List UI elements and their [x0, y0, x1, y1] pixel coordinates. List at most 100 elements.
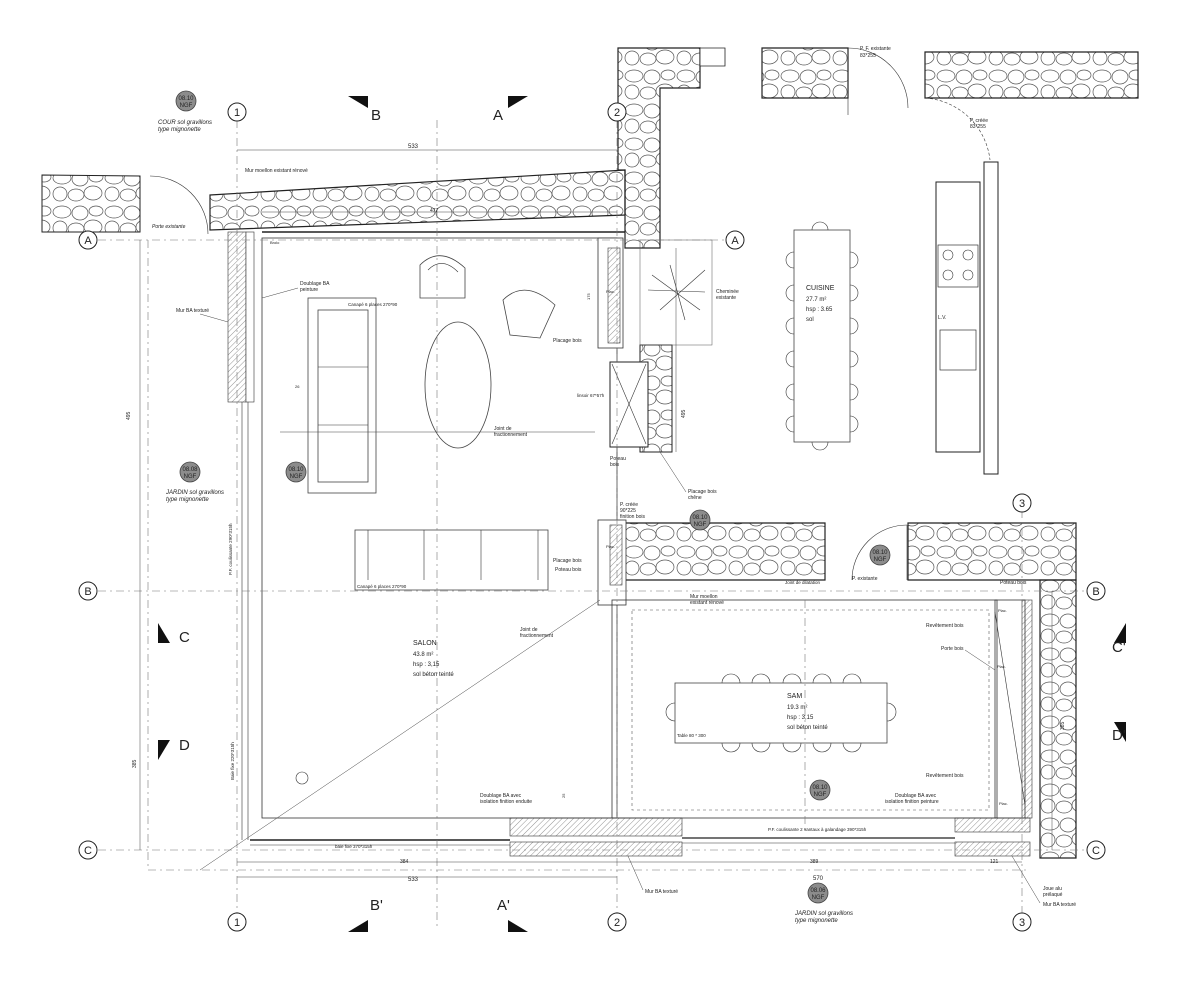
- dim-495-mid: 495: [681, 409, 687, 418]
- dim-533-top: 533: [408, 144, 419, 150]
- svg-text:prélaqué: prélaqué: [1043, 892, 1063, 898]
- section-c: C: [179, 629, 190, 646]
- table-cuisine: [793, 229, 851, 443]
- grid-3-bottom: 3: [1019, 917, 1025, 929]
- dim-495-left: 495: [126, 411, 132, 420]
- svg-text:P. F. existante: P. F. existante: [860, 46, 891, 52]
- svg-text:P. créée: P. créée: [620, 502, 638, 508]
- grid-1-top: 1: [234, 107, 240, 119]
- room-salon-hsp: hsp : 3,15: [413, 662, 440, 668]
- svg-text:Plac.: Plac.: [998, 608, 1007, 613]
- svg-text:existante: existante: [716, 295, 736, 301]
- svg-text:08.10: 08.10: [872, 550, 888, 556]
- svg-text:Mur BA texturé: Mur BA texturé: [1043, 902, 1076, 908]
- svg-text:Plac.: Plac.: [606, 289, 615, 294]
- dim-477: 477: [430, 208, 439, 214]
- svg-text:L.V.: L.V.: [938, 315, 946, 321]
- grid-1-bottom: 1: [234, 917, 240, 929]
- svg-text:Revêtement bois: Revêtement bois: [926, 623, 964, 629]
- table-basse: [424, 321, 492, 449]
- dim-175: 175: [586, 293, 591, 300]
- svg-text:Doublage BA avec: Doublage BA avec: [480, 793, 522, 799]
- room-salon-area: 43.8 m²: [413, 652, 433, 658]
- grid-a-left: A: [84, 235, 92, 247]
- svg-text:P. créée: P. créée: [970, 118, 988, 124]
- svg-text:Placage bois: Placage bois: [553, 338, 582, 344]
- cour-label-2: type mignonette: [158, 127, 201, 133]
- svg-text:Joint de: Joint de: [494, 426, 512, 432]
- svg-text:isolation finition peinture: isolation finition peinture: [885, 799, 939, 805]
- svg-text:08.10: 08.10: [178, 96, 194, 102]
- jardin-left-label: JARDIN sol gravillons: [165, 490, 224, 496]
- dim-389: 389: [810, 859, 819, 865]
- room-cuisine-name: CUISINE: [806, 285, 835, 292]
- svg-text:08.10: 08.10: [288, 467, 304, 473]
- ngf-salon: 08.10 NGF: [285, 461, 307, 483]
- room-sam-area: 19.3 m²: [787, 705, 807, 711]
- svg-text:fractionnement: fractionnement: [494, 432, 528, 438]
- svg-text:Poteau: Poteau: [610, 456, 626, 462]
- grid-c-left: C: [84, 845, 92, 857]
- svg-text:chêne: chêne: [688, 495, 702, 501]
- room-cuisine-hsp: hsp : 3.65: [806, 307, 833, 313]
- svg-text:baie fixe 370*315h: baie fixe 370*315h: [335, 844, 373, 849]
- svg-text:fractionnement: fractionnement: [520, 633, 554, 639]
- svg-text:08.10: 08.10: [692, 515, 708, 521]
- svg-text:83*255: 83*255: [970, 124, 986, 130]
- svg-text:Joue alu: Joue alu: [1043, 886, 1062, 892]
- section-d-prime: D': [1112, 727, 1126, 744]
- svg-text:Mur BA texturé: Mur BA texturé: [176, 308, 209, 314]
- room-sam-floor: sol béton teinté: [787, 725, 828, 731]
- dim-533-bottom: 533: [408, 877, 419, 883]
- ngf-passage: 08.10 NGF: [689, 509, 711, 531]
- svg-text:Poteau bois: Poteau bois: [1000, 580, 1027, 586]
- level-markers: 08.10 NGF 08.10 NGF 08.08 NGF 08.10 NGF …: [175, 90, 891, 904]
- section-d: D: [179, 737, 190, 754]
- svg-text:Mur moellon existant rénové: Mur moellon existant rénové: [245, 168, 308, 174]
- room-cuisine-area: 27.7 m²: [806, 297, 826, 303]
- canape-horizontal: [354, 529, 549, 591]
- svg-text:bois: bois: [610, 462, 620, 468]
- room-labels: SALON 43.8 m² hsp : 3,15 sol béton teint…: [413, 285, 835, 731]
- jardin-bottom-label: JARDIN sol gravillons: [794, 911, 853, 917]
- svg-text:Placage bois: Placage bois: [688, 489, 717, 495]
- grid-b-right: B: [1092, 586, 1099, 598]
- grid-b-left: B: [84, 586, 91, 598]
- svg-text:Joint de: Joint de: [520, 627, 538, 633]
- svg-text:Porte existante: Porte existante: [152, 224, 186, 230]
- svg-text:Canapé 6 places 270*90: Canapé 6 places 270*90: [348, 302, 398, 307]
- svg-text:P.F. coulissante 2 vantaux à g: P.F. coulissante 2 vantaux à galandage 3…: [768, 827, 867, 832]
- svg-text:NGF: NGF: [694, 522, 707, 528]
- svg-text:NGF: NGF: [290, 474, 303, 480]
- svg-text:Table 80 * 300: Table 80 * 300: [677, 733, 706, 738]
- annotations: Mur moellon existant rénové Porte exista…: [152, 46, 1076, 908]
- svg-text:Baie fixe 220*315h: Baie fixe 220*315h: [230, 742, 235, 780]
- svg-text:peinture: peinture: [300, 287, 318, 293]
- svg-text:Plac.: Plac.: [997, 664, 1006, 669]
- exterior-labels: COUR sol gravillons type mignonette JARD…: [158, 120, 853, 924]
- svg-text:NGF: NGF: [874, 557, 887, 563]
- svg-text:Doublage BA avec: Doublage BA avec: [895, 793, 937, 799]
- svg-text:P. existante: P. existante: [852, 576, 878, 582]
- svg-text:Revêtement bois: Revêtement bois: [926, 773, 964, 779]
- svg-text:Mur BA texturé: Mur BA texturé: [645, 889, 678, 895]
- svg-text:linsoir 67*57h: linsoir 67*57h: [577, 393, 605, 398]
- svg-text:NGF: NGF: [814, 792, 827, 798]
- svg-text:Poteau bois: Poteau bois: [555, 567, 582, 573]
- dim-385-left: 385: [132, 759, 138, 768]
- jardin-bottom-label-2: type mignonette: [795, 918, 838, 924]
- svg-text:P.F. coulissante 290*315h: P.F. coulissante 290*315h: [228, 523, 233, 575]
- ngf-jardin-bottom: 08.06 NGF: [807, 882, 829, 904]
- room-salon-name: SALON: [413, 640, 437, 647]
- stone-walls: [41, 47, 1139, 859]
- grid-2-bottom: 2: [614, 917, 620, 929]
- grid-lines: [98, 120, 1086, 930]
- section-a-prime: A': [497, 897, 510, 914]
- room-sam-hsp: hsp : 3,15: [787, 715, 814, 721]
- dim-385-right: 385: [1060, 721, 1066, 730]
- mur-moellon-mid: [624, 522, 826, 581]
- furniture: [295, 221, 897, 785]
- svg-text:isolation finition enduite: isolation finition enduite: [480, 799, 532, 805]
- section-a-top: A: [493, 107, 503, 124]
